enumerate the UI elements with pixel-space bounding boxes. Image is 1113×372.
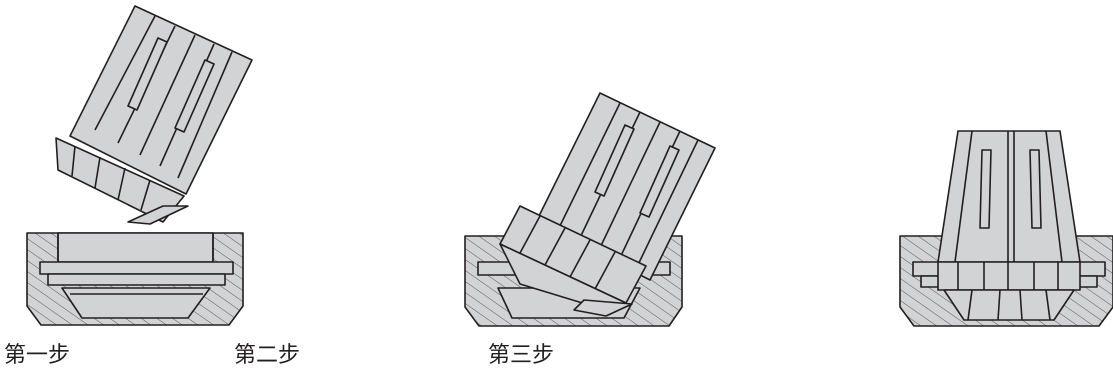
step3-collet: [499, 92, 716, 317]
final-group: [899, 130, 1113, 327]
step3-group: [464, 92, 716, 327]
step1-group: [26, 5, 253, 326]
step1-label: 第一步: [4, 343, 71, 368]
final-collet: [937, 130, 1081, 321]
step3-label: 第三步: [488, 343, 555, 368]
step1-nut: [26, 232, 244, 326]
step2-label: 第二步: [234, 343, 301, 368]
step1-collet: [55, 5, 253, 225]
